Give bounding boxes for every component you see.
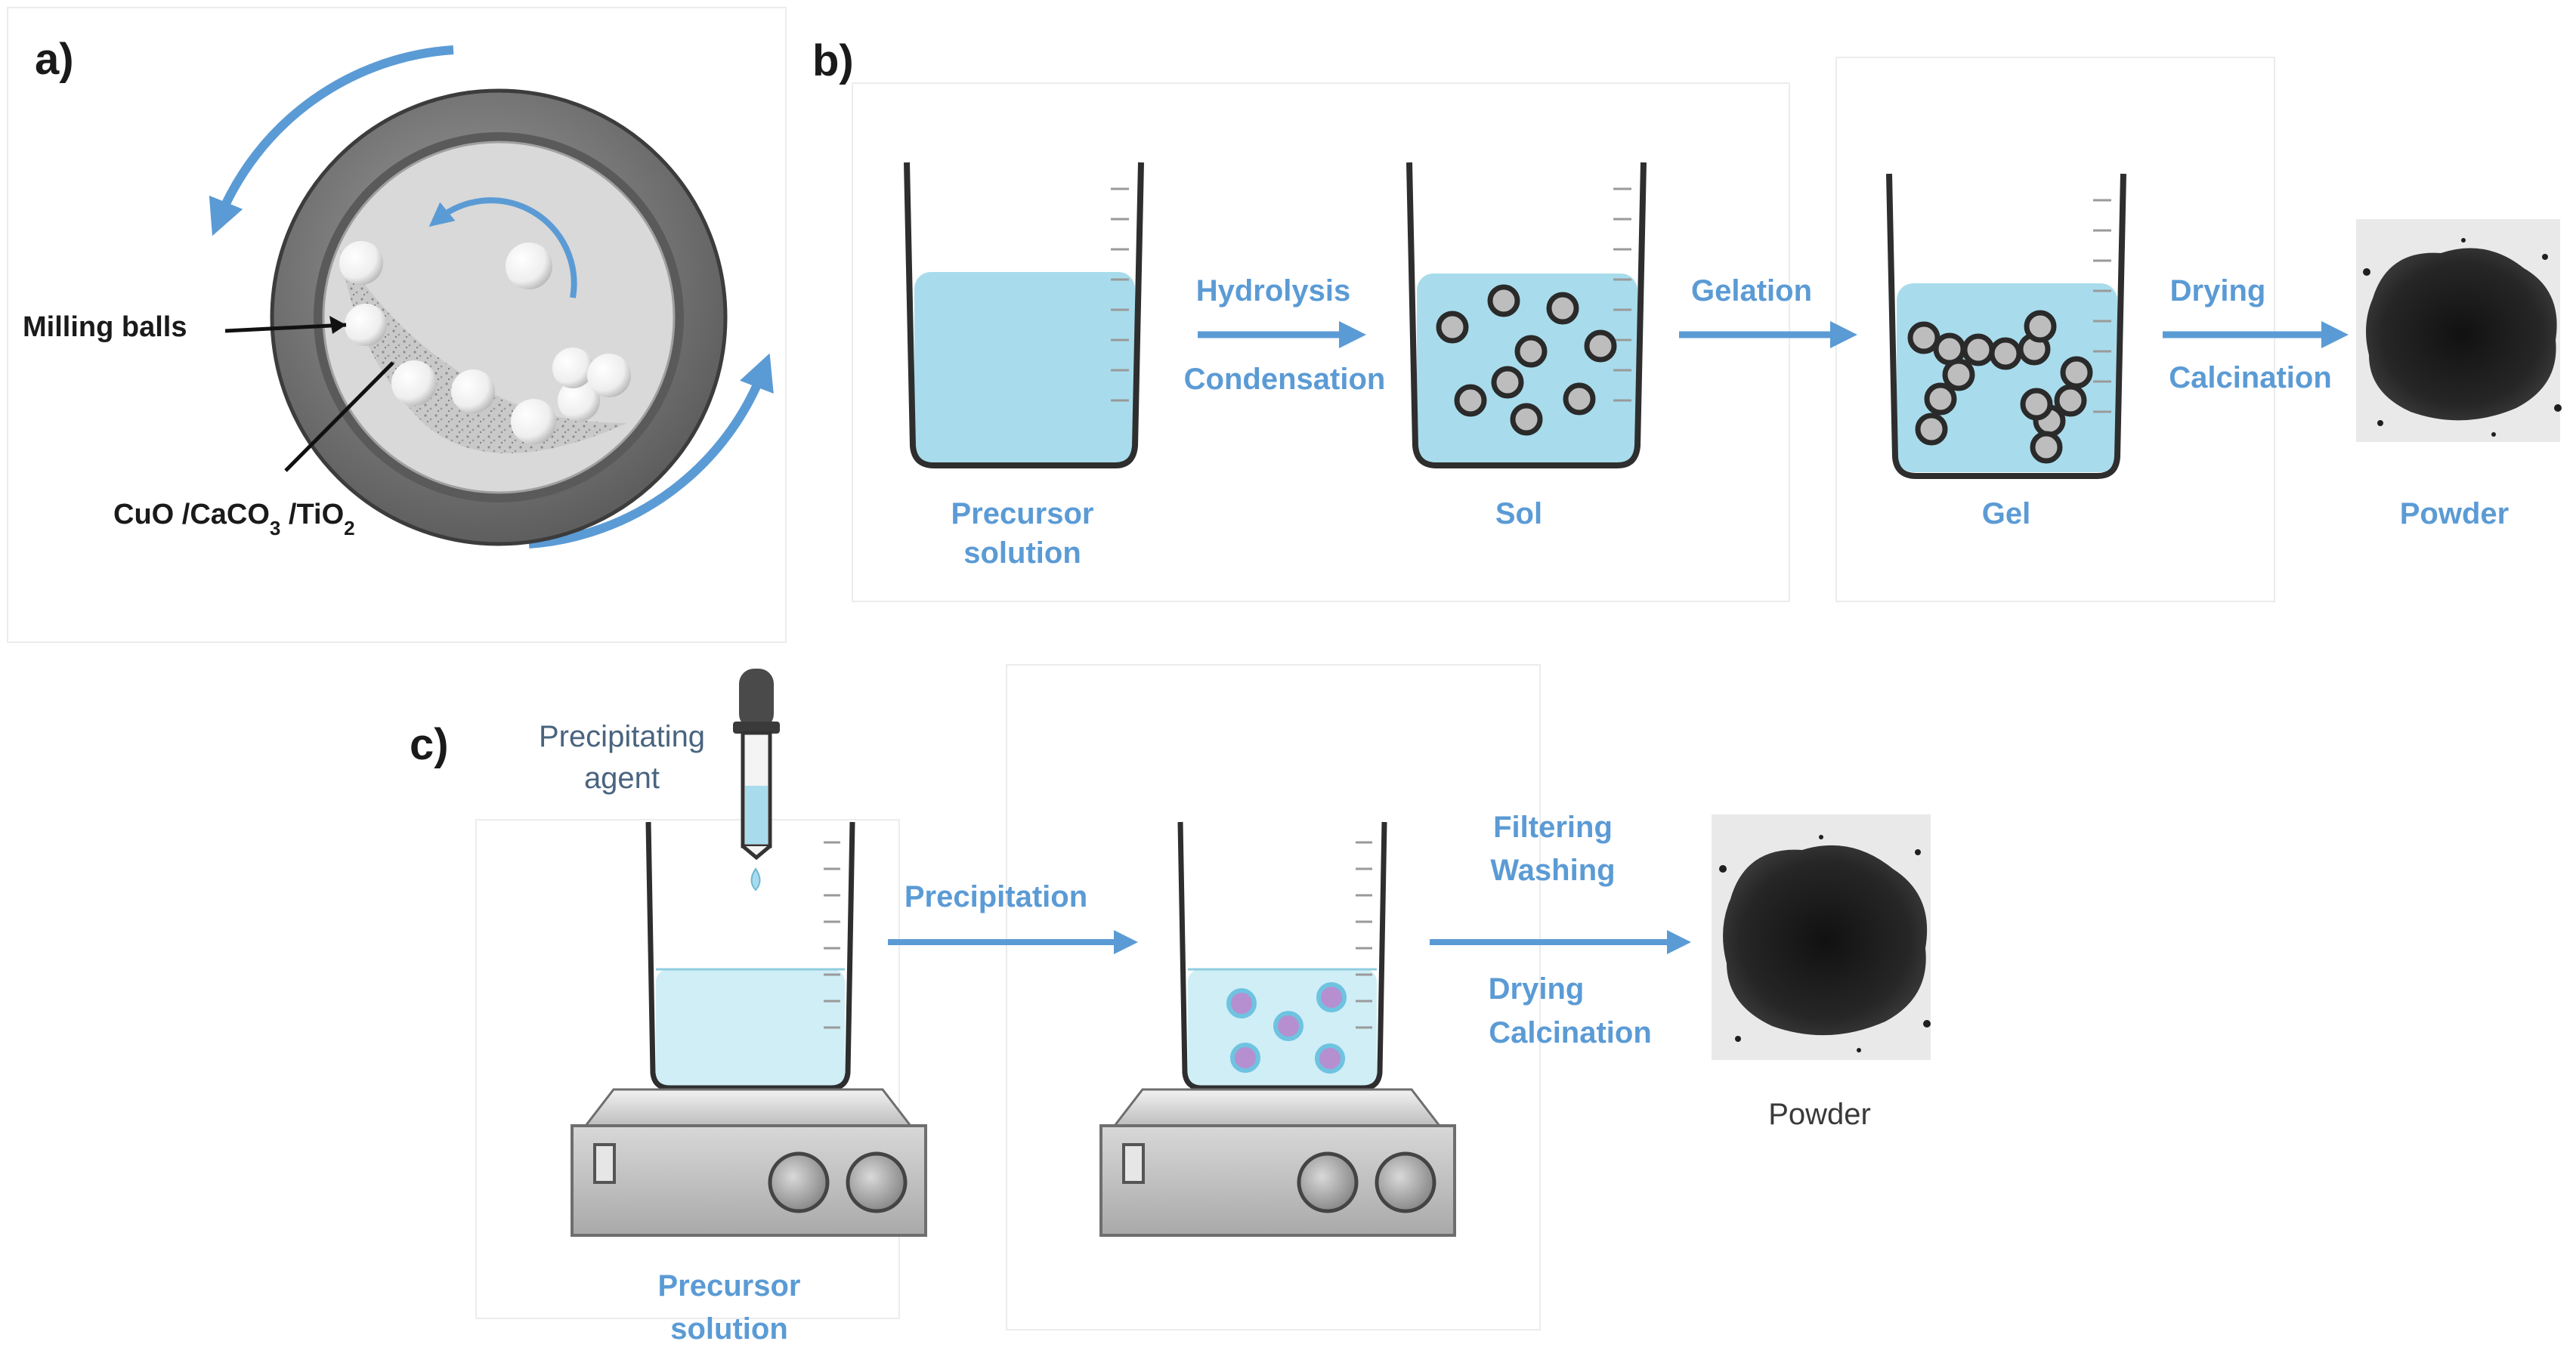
c-precursor-label-1: Precursor — [658, 1269, 801, 1303]
dropper — [733, 669, 780, 892]
hotplate-switch — [1122, 1143, 1145, 1184]
inner-rotation-arrow — [428, 197, 577, 298]
panel-c-frame-left — [475, 819, 900, 1319]
arrow-washing-label: Washing — [1490, 854, 1615, 887]
beaker-precursor — [904, 162, 1144, 468]
powder-image-c — [1712, 814, 1931, 1060]
powder-image-b — [2356, 219, 2562, 442]
beaker-c-precipitate — [1177, 821, 1387, 1091]
drop — [750, 867, 761, 892]
arrow-gelation-label: Gelation — [1691, 274, 1812, 308]
milling-ball — [506, 243, 552, 289]
beaker-sol — [1406, 162, 1647, 468]
arrow-hydrolysis-label: Hydrolysis — [1196, 274, 1351, 308]
c-powder-label: Powder — [1768, 1098, 1871, 1131]
arrow-condensation-label: Condensation — [1184, 363, 1386, 396]
beaker-outline — [1406, 162, 1647, 468]
hotplate-1 — [571, 1088, 927, 1237]
arrow-calcination-label: Calcination — [2169, 361, 2332, 394]
milling-balls-pointer-head — [329, 316, 346, 334]
c-precursor-label-2: solution — [670, 1312, 788, 1346]
milling-ball — [391, 360, 437, 406]
c-precursor-liquid — [656, 969, 845, 1086]
hotplate-knob — [1297, 1151, 1359, 1213]
step-label-gel: Gel — [1982, 497, 2030, 530]
hotplate-switch — [593, 1143, 616, 1184]
beaker-outline — [1886, 173, 2126, 479]
precipitating-agent-label-2: agent — [584, 762, 660, 795]
precursor-liquid — [914, 272, 1135, 462]
step-label-powder: Powder — [2400, 497, 2509, 530]
milling-ball — [552, 348, 593, 388]
step-label-sol: Sol — [1495, 497, 1542, 530]
beaker-gel — [1886, 173, 2126, 479]
milling-ball — [558, 379, 600, 422]
panel-a-label: a) — [35, 35, 74, 84]
arrow-filtering-label: Filtering — [1493, 811, 1613, 844]
step-label-precursor-2: solution — [963, 536, 1081, 570]
hotplate-knob — [846, 1151, 908, 1213]
sol-particles — [1436, 284, 1617, 436]
milling-ball — [511, 399, 556, 444]
milling-balls — [339, 241, 631, 444]
step-label-precursor-1: Precursor — [951, 497, 1094, 530]
milling-balls-pointer — [224, 323, 347, 333]
arrow-c-drying-label: Drying — [1489, 972, 1585, 1006]
panel-b-frame-left — [852, 82, 1790, 602]
arrow-precipitation-label: Precipitation — [905, 880, 1087, 913]
milling-ball — [587, 354, 631, 397]
milling-ball — [339, 241, 383, 285]
panel-a: a) Milling balls CuO /CaCO3 /TiO2 — [7, 7, 787, 643]
outer-rotation-arrow-top — [209, 45, 454, 236]
outer-rotation-arrow-bottom — [528, 353, 774, 549]
panel-c-label: c) — [410, 720, 449, 769]
panel-c-frame-right — [1006, 664, 1541, 1330]
arrow-c-calcination-label: Calcination — [1489, 1016, 1652, 1049]
gel-particles — [1907, 310, 2093, 464]
arrow-drying-label: Drying — [2170, 274, 2266, 308]
material-pointer — [284, 361, 394, 472]
material-label: CuO /CaCO3 /TiO2 — [113, 499, 355, 539]
milling-ball — [345, 304, 387, 346]
beaker-c-precursor — [645, 821, 855, 1091]
panel-c: c) Precipitating agent — [410, 664, 1931, 1346]
panel-b-label: b) — [812, 36, 854, 85]
hotplate-2 — [1099, 1088, 1456, 1237]
hotplate-knob — [768, 1151, 830, 1213]
precipitate-particles — [1226, 982, 1347, 1074]
milling-ball — [451, 369, 495, 413]
hotplate-knob — [1375, 1151, 1436, 1213]
beaker-outline — [904, 162, 1144, 468]
precipitating-agent-label-1: Precipitating — [539, 720, 705, 753]
panel-a-frame — [7, 7, 787, 643]
milling-balls-label: Milling balls — [23, 311, 187, 343]
panel-b: b) Precursor solution Hydrolysis Condens… — [812, 36, 2562, 602]
